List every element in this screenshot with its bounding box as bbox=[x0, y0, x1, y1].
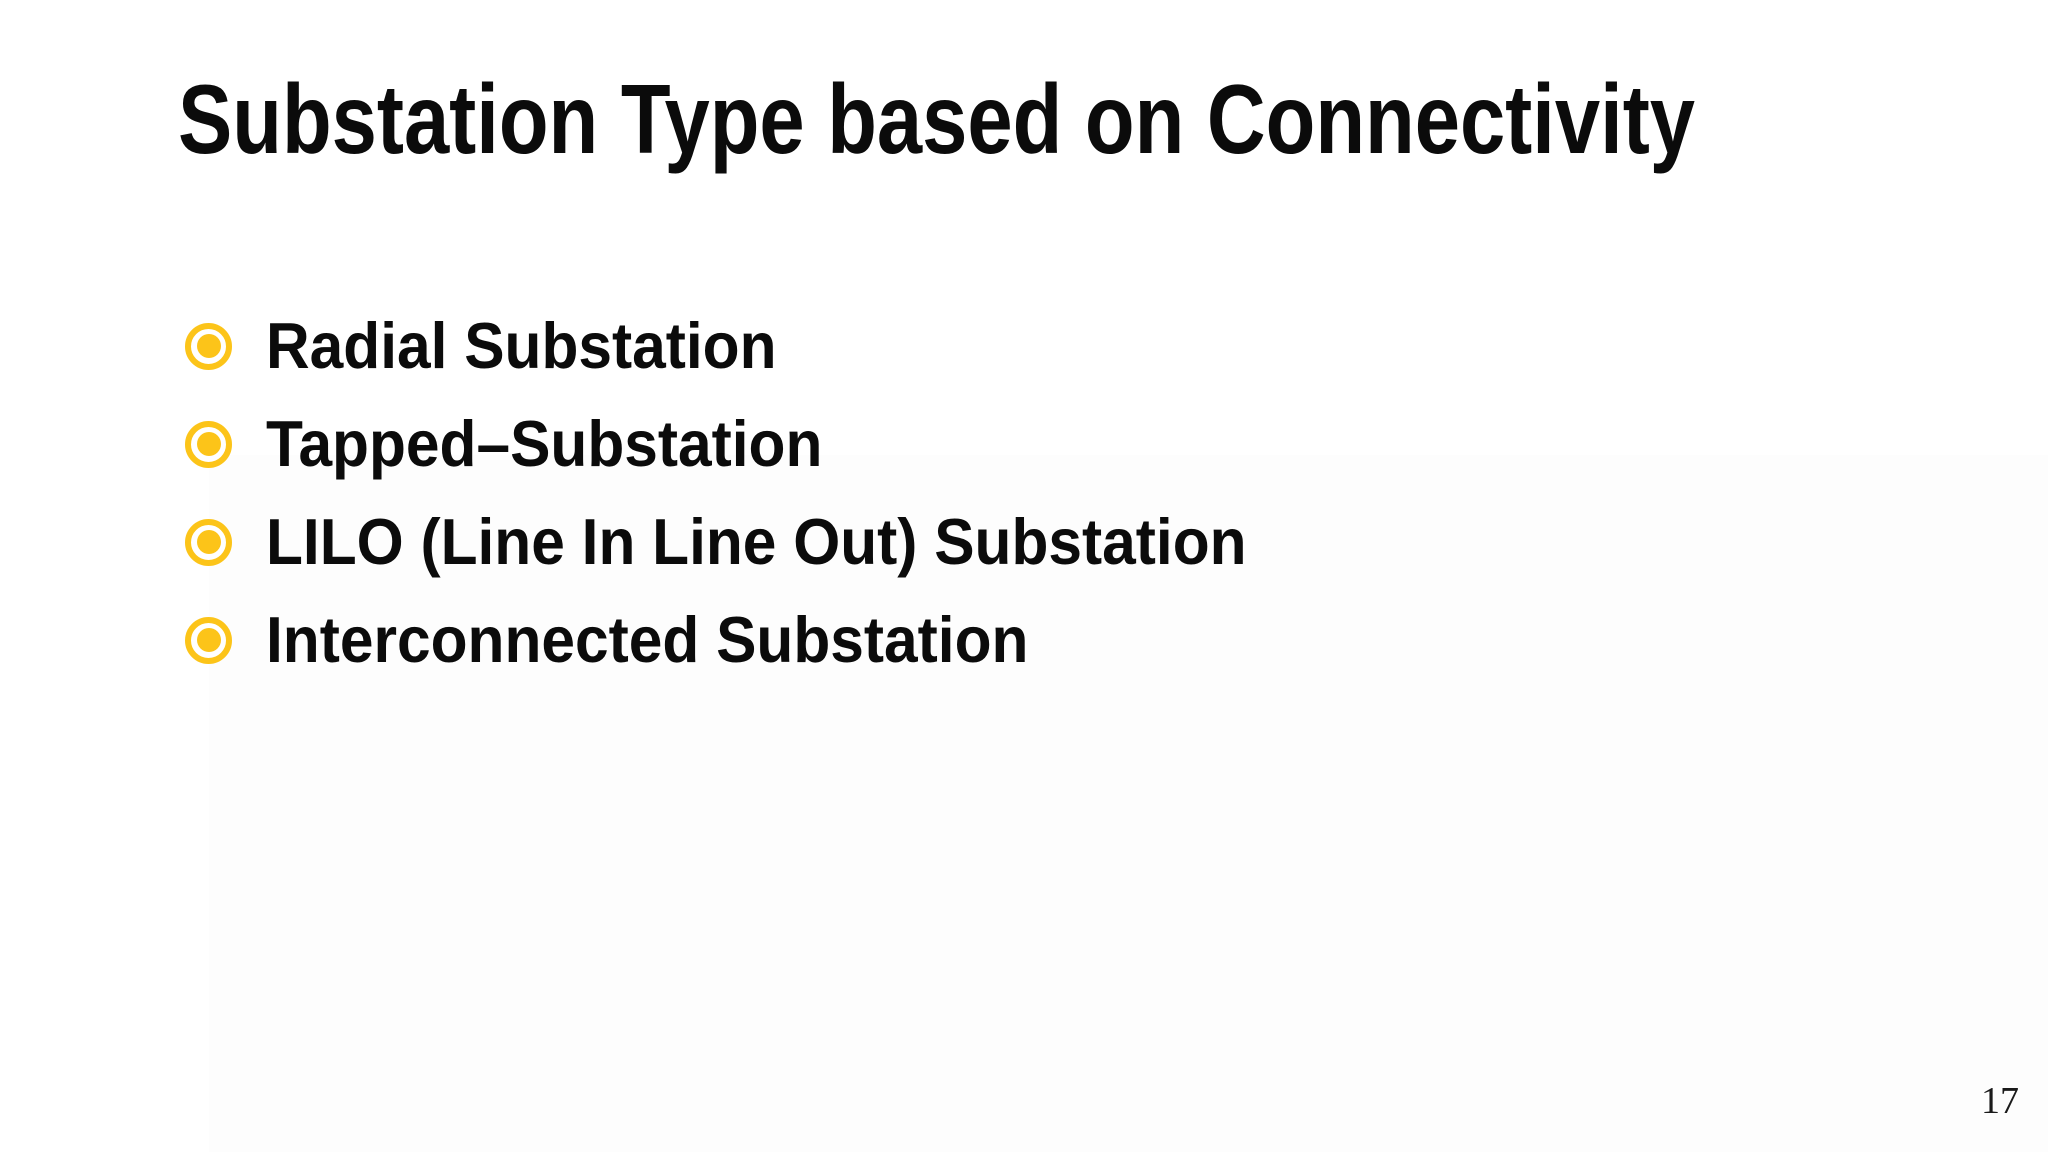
background-shade bbox=[209, 455, 2048, 1152]
list-item: Tapped–Substation bbox=[185, 395, 1320, 493]
bullet-list: Radial Substation Tapped–Substation LILO… bbox=[185, 297, 1320, 689]
target-bullet-icon bbox=[185, 518, 232, 566]
bullet-label: LILO (Line In Line Out) Substation bbox=[266, 505, 1247, 578]
target-bullet-icon bbox=[185, 616, 232, 664]
bullet-label: Radial Substation bbox=[266, 309, 777, 382]
page-number: 17 bbox=[1981, 1080, 2019, 1122]
slide-title: Substation Type based on Connectivity bbox=[178, 64, 1696, 174]
bullet-label: Tapped–Substation bbox=[266, 407, 823, 480]
list-item: LILO (Line In Line Out) Substation bbox=[185, 493, 1320, 591]
bullet-label: Interconnected Substation bbox=[266, 603, 1029, 676]
target-bullet-icon bbox=[185, 420, 232, 468]
list-item: Interconnected Substation bbox=[185, 591, 1320, 689]
list-item: Radial Substation bbox=[185, 297, 1320, 395]
target-bullet-icon bbox=[185, 322, 232, 370]
